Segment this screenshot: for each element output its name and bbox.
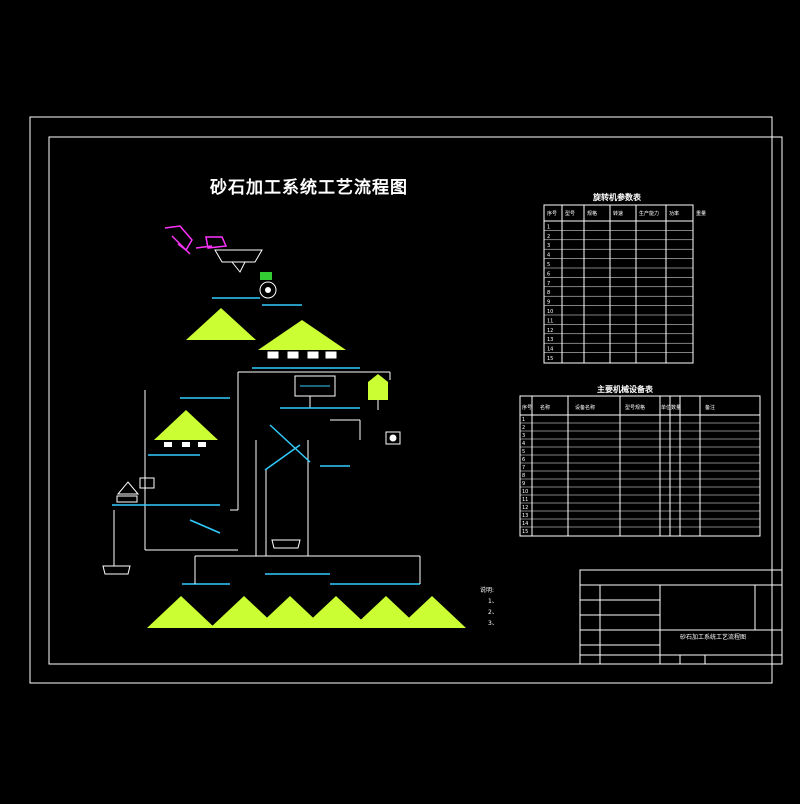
equipment-table-row-index: 11	[522, 497, 528, 503]
outer-frame	[29, 116, 773, 684]
crusher-table-row-index: 14	[547, 347, 553, 353]
equipment-table-row-index: 1	[522, 417, 525, 423]
stockpile-3	[154, 410, 218, 440]
title-block	[579, 569, 783, 665]
equipment-table-row-index: 12	[522, 505, 528, 511]
crusher-table-header-cell: 序号	[547, 210, 557, 217]
note-line-2: 2、	[488, 609, 498, 616]
secondary-crusher-icon	[385, 431, 401, 445]
conveyors-bottom	[182, 573, 420, 585]
conveyors-middle	[112, 397, 360, 534]
drawing-title: 砂石加工系统工艺流程图	[210, 178, 408, 198]
equipment-table-row-index: 4	[522, 441, 525, 447]
feed-hopper	[214, 249, 263, 273]
crusher-table-row-index: 12	[547, 328, 553, 334]
notes-heading: 说明:	[480, 587, 495, 594]
crusher-table-row-index: 2	[547, 234, 550, 240]
equipment-table-header-cell: 名称	[540, 404, 550, 411]
crusher-table-row-index: 8	[547, 290, 550, 296]
left-crusher-icon	[116, 477, 155, 503]
note-line-3: 3、	[488, 620, 498, 627]
stockpile-1	[186, 308, 256, 340]
crusher-table-row-index: 7	[547, 281, 550, 287]
crusher-table-rows: 123456789101112131415序号型号规格转速生产能力功率重量	[544, 210, 706, 362]
crusher-table-caption: 旋转机参数表	[593, 193, 641, 202]
conveyor-1	[212, 297, 302, 306]
equipment-table-header-cell: 备注	[705, 404, 715, 411]
equipment-table-header-cell: 单位	[661, 404, 671, 411]
equipment-table-row-index: 8	[522, 473, 525, 479]
bottom-stockpile-3	[256, 596, 324, 628]
stockpile-2	[258, 320, 346, 350]
equipment-table-row-index: 6	[522, 457, 525, 463]
equipment-table-caption: 主要机械设备表	[597, 385, 653, 394]
settling-tanks	[102, 539, 301, 575]
equipment-table-row-index: 14	[522, 521, 528, 527]
crusher-table-row-index: 6	[547, 271, 550, 277]
bottom-stockpile-5	[352, 596, 420, 628]
equipment-table-grid	[519, 395, 761, 537]
bottom-stockpile-1	[147, 596, 215, 628]
crusher-table-header-cell: 功率	[669, 210, 679, 217]
equipment-table-row-index: 15	[522, 529, 528, 535]
equipment-table-row-index: 10	[522, 489, 528, 495]
crusher-table-header-cell: 重量	[696, 210, 706, 217]
equipment-table-header-cell: 型号规格	[625, 404, 645, 411]
crusher-table-row-index: 10	[547, 309, 553, 315]
note-line-1: 1、	[488, 598, 498, 605]
bottom-drops	[194, 555, 421, 584]
feeders-under-stockpile-3	[164, 442, 206, 447]
equipment-table-row-index: 2	[522, 425, 525, 431]
bottom-stockpile-6	[398, 596, 466, 628]
crusher-table-row-index: 15	[547, 356, 553, 362]
crusher-table-header-cell: 型号	[565, 210, 575, 217]
equipment-table-row-index: 7	[522, 465, 525, 471]
feeders-under-stockpile-2	[267, 351, 337, 359]
crusher-table-header-cell: 规格	[587, 210, 597, 217]
equipment-table-header-cell: 数量	[671, 404, 681, 411]
crusher-table-row-index: 9	[547, 300, 550, 306]
bottom-stockpile-2	[210, 596, 278, 628]
equipment-table-rows: 123456789101112131415序号名称设备名称型号规格单位数量备注	[520, 404, 760, 535]
crusher-table-row-index: 11	[547, 318, 553, 324]
equipment-table-row-index: 9	[522, 481, 525, 487]
process-lines	[113, 371, 391, 566]
equipment-table-row-index: 5	[522, 449, 525, 455]
equipment-table-header-cell: 序号	[522, 404, 532, 411]
notes: 说明: 1、 2、 3、	[480, 585, 498, 629]
crusher-table-row-index: 1	[547, 224, 550, 230]
crusher-table-row-index: 3	[547, 243, 550, 249]
equipment-table-row-index: 13	[522, 513, 528, 519]
equipment-table-row-index: 3	[522, 433, 525, 439]
crusher-table-header-cell: 转速	[613, 210, 623, 217]
title-block-drawing-name: 砂石加工系统工艺流程图	[680, 634, 747, 641]
screen-house	[294, 375, 336, 397]
crusher-table-header-cell: 生产能力	[639, 210, 659, 217]
crusher-table-grid	[543, 204, 694, 364]
primary-crusher-icon	[259, 272, 277, 299]
equipment-table-header-cell: 设备名称	[575, 404, 595, 411]
silo	[368, 374, 388, 410]
bottom-stockpiles	[147, 596, 466, 628]
inner-frame	[48, 136, 783, 665]
crusher-table-row-index: 5	[547, 262, 550, 268]
crusher-table-row-index: 13	[547, 337, 553, 343]
bottom-stockpile-4	[302, 596, 370, 628]
excavator-icon	[164, 225, 228, 255]
crusher-table-row-index: 4	[547, 253, 550, 259]
